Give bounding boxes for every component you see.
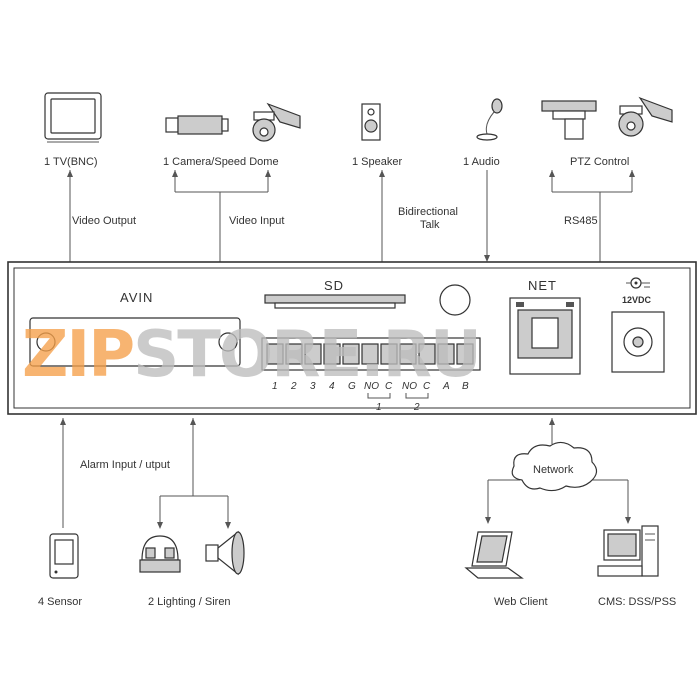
tv-label: 1 TV(BNC) (44, 156, 98, 168)
avin-label: AVIN (120, 290, 153, 305)
power-label: 12VDC (622, 295, 652, 305)
watermark-gray-text: STORE.RU (133, 318, 480, 392)
rs485-line (549, 170, 635, 262)
tv-icon (44, 92, 102, 143)
terminal-label-1: 1 (272, 381, 278, 392)
sensor-line (60, 418, 66, 528)
relay-brackets (367, 393, 429, 399)
ptz-label: PTZ Control (570, 156, 629, 168)
power-symbol-icon (626, 277, 650, 289)
relay-group-2: 2 (413, 402, 420, 413)
camera-label: 1 Camera/Speed Dome (163, 156, 279, 168)
video-output-line (67, 170, 73, 262)
reset-button (439, 284, 471, 316)
terminal-label-c2: C (423, 381, 431, 392)
video-input-line (172, 170, 271, 262)
audio-label: 1 Audio (463, 156, 500, 168)
bidirectional-label-2: Talk (420, 219, 440, 231)
audio-line (484, 170, 490, 262)
rs485-label: RS485 (564, 215, 598, 227)
terminal-labels: 1 2 3 4 G NO C NO C A B (272, 381, 469, 392)
terminal-label-3: 3 (310, 381, 316, 392)
web-client-label: Web Client (494, 596, 548, 608)
sd-label: SD (324, 278, 344, 293)
speaker-icon (361, 103, 381, 141)
speed-dome-icon (252, 102, 301, 142)
bidirectional-label-1: Bidirectional (398, 206, 458, 218)
terminal-block (261, 337, 481, 371)
siren-icon (205, 530, 245, 576)
terminal-label-b: B (462, 381, 469, 392)
ethernet-port (509, 297, 581, 375)
power-jack (611, 311, 665, 373)
ptz-camera-icon (541, 100, 597, 140)
terminal-label-g: G (348, 381, 356, 392)
terminal-label-no1: NO (364, 381, 379, 392)
desktop-computer-icon (597, 525, 659, 577)
cms-label: CMS: DSS/PSS (598, 596, 676, 608)
network-label: Network (533, 464, 574, 476)
video-input-label: Video Input (229, 215, 284, 227)
sd-card-slot (264, 294, 406, 309)
camera-icon (165, 115, 229, 135)
alarm-line (157, 418, 231, 529)
lighting-icon (139, 535, 181, 573)
terminal-label-no2: NO (402, 381, 417, 392)
alarm-label: Alarm Input / utput (80, 459, 170, 471)
avin-port (29, 317, 241, 367)
terminal-label-2: 2 (290, 381, 297, 392)
network-cloud-icon (511, 441, 598, 492)
sensor-icon (49, 533, 79, 579)
network-line (485, 418, 631, 524)
laptop-icon (464, 531, 524, 579)
video-output-label: Video Output (72, 215, 136, 227)
sensor-label: 4 Sensor (38, 596, 82, 608)
speaker-label: 1 Speaker (352, 156, 402, 168)
microphone-icon (476, 98, 503, 141)
terminal-label-a: A (442, 381, 450, 392)
watermark: ZIPSTORE.RU (22, 318, 480, 392)
lighting-label: 2 Lighting / Siren (148, 596, 231, 608)
speaker-line (379, 170, 385, 262)
ptz-dome-icon (618, 96, 673, 137)
watermark-orange-text: ZIP (22, 318, 133, 392)
net-label: NET (528, 278, 557, 293)
relay-group-1: 1 (376, 402, 382, 413)
terminal-label-4: 4 (329, 381, 335, 392)
terminal-label-c1: C (385, 381, 393, 392)
